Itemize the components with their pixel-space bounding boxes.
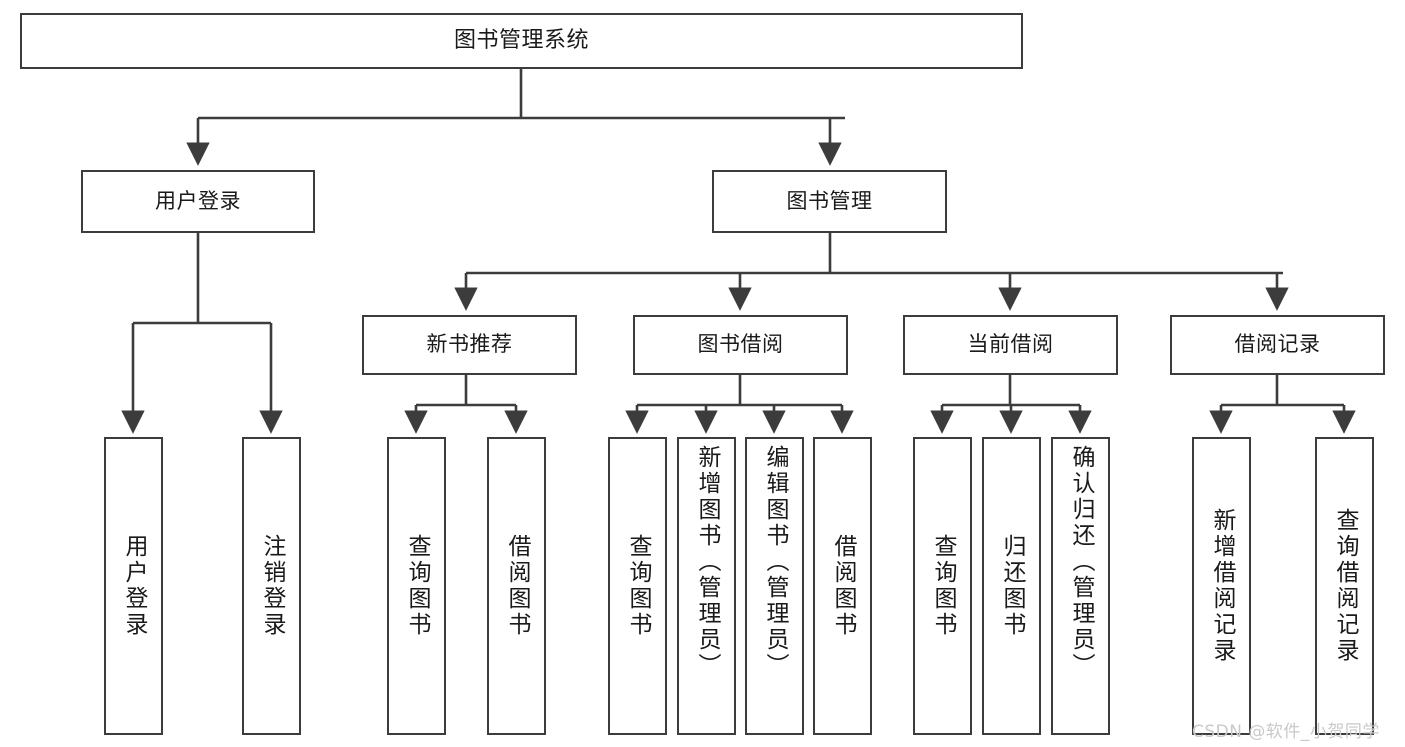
node-book-borrow-label: 图书借阅 [697, 332, 784, 357]
node-root[interactable]: 图书管理系统 [20, 13, 1023, 69]
node-leaf-return-book-label: 归还图书 [999, 534, 1025, 638]
node-leaf-borrow-book-2-label: 借阅图书 [830, 534, 856, 638]
node-book-manage-label: 图书管理 [786, 188, 873, 213]
node-leaf-borrow-book-1[interactable]: 借阅图书 [487, 437, 546, 735]
node-current-borrow[interactable]: 当前借阅 [903, 315, 1118, 375]
node-leaf-user-login-label: 用户登录 [121, 534, 147, 638]
watermark: CSDN @软件_小贺同学 [1192, 722, 1380, 742]
node-leaf-borrow-book-1-label: 借阅图书 [504, 534, 530, 638]
node-user-login[interactable]: 用户登录 [81, 170, 315, 233]
node-root-label: 图书管理系统 [453, 28, 589, 54]
node-borrow-record-label: 借阅记录 [1234, 332, 1321, 357]
node-leaf-add-book[interactable]: 新增图书（管理员） [677, 437, 736, 735]
node-leaf-query-book-1-label: 查询图书 [404, 534, 430, 638]
node-leaf-logout-login[interactable]: 注销登录 [242, 437, 301, 735]
node-leaf-confirm-return[interactable]: 确认归还（管理员） [1051, 437, 1110, 735]
node-leaf-query-book-3-label: 查询图书 [930, 534, 956, 638]
node-leaf-logout-login-label: 注销登录 [259, 534, 285, 638]
node-leaf-add-record[interactable]: 新增借阅记录 [1192, 437, 1251, 735]
node-book-borrow[interactable]: 图书借阅 [633, 315, 848, 375]
node-leaf-confirm-return-label: 确认归还（管理员） [1068, 445, 1094, 679]
node-leaf-query-book-1[interactable]: 查询图书 [387, 437, 446, 735]
node-leaf-edit-book[interactable]: 编辑图书（管理员） [745, 437, 804, 735]
node-new-book-recommend[interactable]: 新书推荐 [362, 315, 577, 375]
node-leaf-return-book[interactable]: 归还图书 [982, 437, 1041, 735]
node-book-manage[interactable]: 图书管理 [712, 170, 947, 233]
node-new-book-recommend-label: 新书推荐 [426, 332, 513, 357]
node-borrow-record[interactable]: 借阅记录 [1170, 315, 1385, 375]
node-leaf-add-book-label: 新增图书（管理员） [694, 445, 720, 679]
node-current-borrow-label: 当前借阅 [967, 332, 1054, 357]
node-leaf-user-login[interactable]: 用户登录 [104, 437, 163, 735]
node-leaf-edit-book-label: 编辑图书（管理员） [762, 445, 788, 679]
node-leaf-query-book-3[interactable]: 查询图书 [913, 437, 972, 735]
node-leaf-query-record-label: 查询借阅记录 [1332, 508, 1358, 664]
node-leaf-query-record[interactable]: 查询借阅记录 [1315, 437, 1374, 735]
node-leaf-add-record-label: 新增借阅记录 [1209, 508, 1235, 664]
node-leaf-borrow-book-2[interactable]: 借阅图书 [813, 437, 872, 735]
node-leaf-query-book-2[interactable]: 查询图书 [608, 437, 667, 735]
node-user-login-label: 用户登录 [155, 188, 241, 213]
node-leaf-query-book-2-label: 查询图书 [625, 534, 651, 638]
